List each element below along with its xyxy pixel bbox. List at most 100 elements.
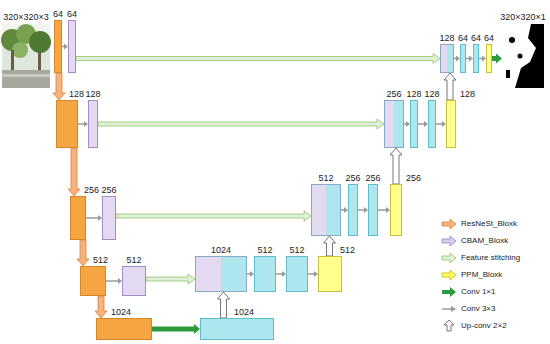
legend-arrow bbox=[442, 270, 456, 280]
conv-block: 128 bbox=[428, 100, 436, 148]
conv-block: 256 bbox=[368, 184, 378, 236]
image-size: 320×320×3 bbox=[3, 12, 49, 22]
cbam-block: 256 bbox=[102, 196, 116, 240]
legend-text: Feature stitching bbox=[461, 253, 520, 263]
legend-text: Up-conv 2×2 bbox=[461, 321, 507, 331]
flow-arrow bbox=[152, 324, 200, 334]
ppm-block: 128 bbox=[446, 100, 456, 148]
channel-count: 128 bbox=[439, 33, 454, 43]
legend-text: CBAM_Bloxk bbox=[461, 236, 508, 246]
channel-count: 64 bbox=[67, 9, 77, 19]
conv-block: 256 bbox=[348, 184, 358, 236]
flow-arrow bbox=[418, 121, 428, 127]
image-size: 320×320×1 bbox=[500, 12, 546, 22]
channel-count: 512 bbox=[340, 245, 355, 255]
flow-arrow bbox=[78, 121, 88, 127]
ppm-block: 256 bbox=[390, 184, 402, 236]
legend-arrow bbox=[442, 306, 456, 312]
channel-count: 256 bbox=[345, 173, 360, 183]
resnest-block: 64 bbox=[54, 20, 62, 73]
flow-arrow bbox=[378, 207, 390, 213]
flow-arrow bbox=[86, 215, 102, 221]
concat-block: 1024 bbox=[195, 256, 247, 292]
ppm-block: 64 bbox=[486, 44, 492, 73]
flow-arrow bbox=[341, 207, 348, 213]
channel-count: 1024 bbox=[111, 307, 131, 317]
flow-arrow bbox=[444, 73, 456, 100]
flow-arrow bbox=[218, 292, 230, 318]
channel-count: 512 bbox=[318, 173, 333, 183]
flow-arrow bbox=[466, 56, 473, 62]
channel-count: 64 bbox=[458, 33, 468, 43]
legend-text: PPM_Bloxk bbox=[461, 270, 502, 280]
cbam-block: 64 bbox=[68, 20, 76, 73]
conv-block: 64 bbox=[460, 44, 466, 73]
flow-arrow bbox=[68, 148, 80, 196]
legend-arrow bbox=[442, 236, 456, 246]
channel-count: 256 bbox=[365, 173, 380, 183]
conv-block: 1024 bbox=[200, 318, 274, 340]
input-image: 320×320×3 bbox=[2, 24, 50, 88]
channel-count: 512 bbox=[93, 255, 108, 265]
flow-arrow bbox=[77, 240, 89, 266]
conv-block: 64 bbox=[473, 44, 479, 73]
channel-count: 512 bbox=[289, 245, 304, 255]
legend-text: Conv 3×3 bbox=[461, 304, 495, 314]
flow-arrow bbox=[492, 54, 502, 64]
flow-arrow bbox=[53, 73, 65, 100]
ppm-block: 512 bbox=[318, 256, 342, 292]
legend-text: ResNeSt_Bloxk bbox=[461, 219, 517, 229]
cbam-block: 512 bbox=[122, 266, 146, 296]
flow-arrow bbox=[308, 271, 318, 277]
channel-count: 64 bbox=[53, 9, 63, 19]
legend-samples bbox=[442, 219, 456, 331]
flow-arrow bbox=[324, 236, 336, 256]
flow-arrow bbox=[247, 271, 254, 277]
flow-arrow bbox=[116, 211, 311, 221]
resnest-block: 1024 bbox=[96, 318, 152, 340]
channel-count: 256 bbox=[101, 185, 116, 195]
channel-count: 256 bbox=[84, 185, 99, 195]
legend-arrow bbox=[444, 320, 454, 331]
conv-block: 512 bbox=[254, 256, 276, 292]
conv-block: 512 bbox=[286, 256, 308, 292]
flow-arrow bbox=[358, 207, 368, 213]
flow-arrow bbox=[76, 54, 440, 64]
output-mask bbox=[502, 24, 544, 88]
concat-block: 512 bbox=[311, 184, 341, 236]
channel-count: 64 bbox=[471, 33, 481, 43]
legend-arrow bbox=[442, 219, 456, 229]
legend-arrow bbox=[442, 287, 456, 297]
cbam-block: 128 bbox=[88, 100, 98, 148]
channel-count: 128 bbox=[406, 89, 421, 99]
channel-count: 256 bbox=[406, 173, 421, 183]
concat-block: 128 bbox=[440, 44, 454, 73]
flow-arrow bbox=[436, 121, 446, 127]
flow-arrow bbox=[95, 296, 107, 318]
flow-arrow bbox=[146, 274, 195, 284]
flow-arrow bbox=[98, 119, 384, 129]
conv-block: 128 bbox=[410, 100, 418, 148]
channel-count: 128 bbox=[85, 89, 100, 99]
channel-count: 1024 bbox=[211, 245, 231, 255]
legend-text: Conv 1×1 bbox=[461, 287, 495, 297]
channel-count: 128 bbox=[460, 89, 475, 99]
channel-count: 64 bbox=[484, 33, 494, 43]
channel-count: 1024 bbox=[234, 307, 254, 317]
input-photo bbox=[1, 24, 51, 88]
channel-count: 128 bbox=[424, 89, 439, 99]
concat-block: 256 bbox=[384, 100, 404, 148]
flow-arrow bbox=[106, 278, 122, 284]
output-image: 320×320×1 bbox=[502, 24, 544, 88]
flow-arrow bbox=[479, 56, 486, 62]
resnest-block: 128 bbox=[56, 100, 78, 148]
flow-arrow bbox=[390, 148, 402, 184]
channel-count: 512 bbox=[126, 255, 141, 265]
channel-count: 512 bbox=[257, 245, 272, 255]
channel-count: 256 bbox=[386, 89, 401, 99]
channel-count: 128 bbox=[69, 89, 84, 99]
flow-arrow bbox=[276, 271, 286, 277]
resnest-block: 256 bbox=[70, 196, 86, 240]
legend-arrow bbox=[442, 253, 456, 263]
resnest-block: 512 bbox=[80, 266, 106, 296]
